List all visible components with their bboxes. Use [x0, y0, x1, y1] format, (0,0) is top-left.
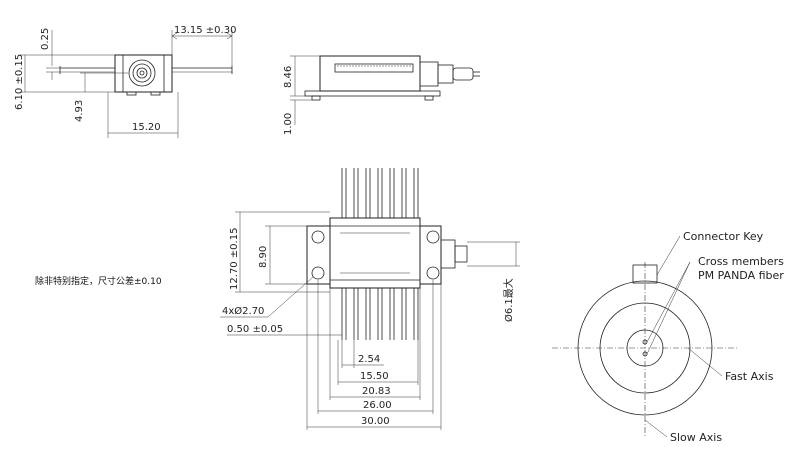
- side-view: 8.46 1.00: [283, 55, 480, 135]
- dim-12-70: 12.70 ±0.15: [229, 228, 240, 290]
- dim-13-15: 13.15 ±0.30: [174, 25, 236, 36]
- dim-4-93: 4.93: [74, 100, 85, 122]
- main-view: 12.70 ±0.15 8.90 Ø6.1最大 4xØ2.70 0.50 ±0.…: [220, 168, 520, 430]
- label-fast-axis: Fast Axis: [725, 370, 774, 383]
- dim-15-20: 15.20: [132, 122, 161, 133]
- dim-pin-width: 0.50 ±0.05: [227, 324, 283, 335]
- dim-holes: 4xØ2.70: [222, 305, 264, 317]
- front-view: 13.15 ±0.30 0.25 6.10 ±0.15 4.93 15.20: [14, 25, 236, 138]
- dim-8-46: 8.46: [283, 66, 294, 88]
- label-cross-members: Cross members: [698, 255, 784, 268]
- label-slow-axis: Slow Axis: [670, 431, 722, 444]
- top-pins: [341, 168, 419, 218]
- dim-20-83: 20.83: [362, 386, 391, 397]
- dim-15-50: 15.50: [360, 371, 389, 382]
- bottom-pins: [341, 288, 419, 340]
- dim-fiber-dia: Ø6.1最大: [502, 278, 515, 322]
- end-view: Connector Key Cross members PM PANDA fib…: [552, 230, 784, 444]
- label-pm-panda: PM PANDA fiber: [698, 269, 784, 282]
- label-connector-key: Connector Key: [683, 230, 764, 243]
- dim-1-00: 1.00: [283, 113, 294, 135]
- dim-26-00: 26.00: [363, 400, 392, 411]
- dim-6-10: 6.10 ±0.15: [14, 54, 25, 110]
- dim-30-00: 30.00: [361, 416, 390, 427]
- tolerance-note: 除非特别指定，尺寸公差±0.10: [35, 275, 162, 287]
- dim-8-90: 8.90: [258, 246, 269, 268]
- dim-0-25: 0.25: [40, 28, 51, 50]
- dim-pitch: 2.54: [358, 354, 380, 365]
